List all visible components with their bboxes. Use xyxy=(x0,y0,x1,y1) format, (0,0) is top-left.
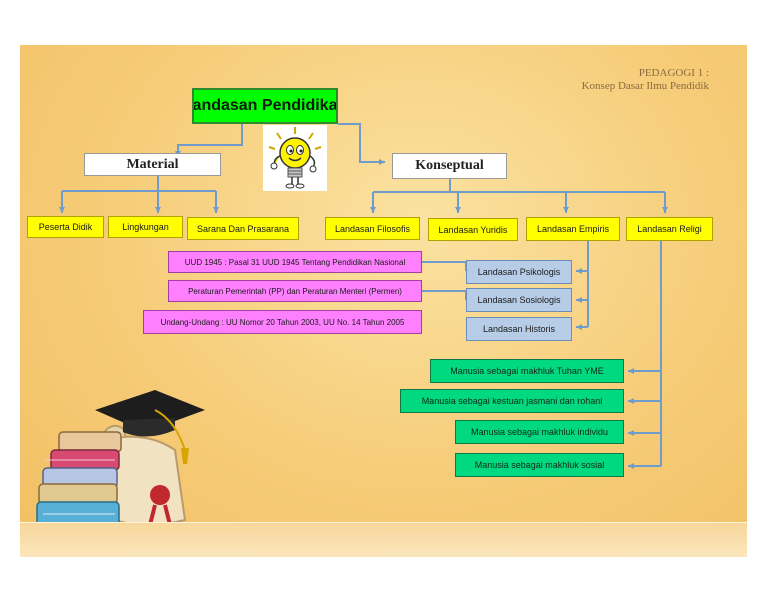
material-item-sarana: Sarana Dan Prasarana xyxy=(187,217,299,240)
header-line-1: PEDAGOGI 1 : xyxy=(638,67,709,79)
empiris-item-psikologis: Landasan Psikologis xyxy=(466,260,572,284)
konseptual-item-religi: Landasan Religi xyxy=(626,217,713,241)
lightbulb-icon xyxy=(263,125,327,191)
religi-item-individu: Manusia sebagai makhluk individu xyxy=(455,420,624,444)
empiris-item-historis: Landasan Historis xyxy=(466,317,572,341)
header-line-2: Konsep Dasar Ilmu Pendidik xyxy=(581,80,709,92)
connector-title-material xyxy=(175,124,243,157)
yuridis-item-uud: UUD 1945 : Pasal 31 UUD 1945 Tentang Pen… xyxy=(168,251,422,273)
slide: PEDAGOGI 1 : Konsep Dasar Ilmu Pendidik xyxy=(20,45,747,557)
graduation-books-icon xyxy=(36,390,205,527)
material-item-lingkungan: Lingkungan xyxy=(108,216,183,238)
yuridis-item-pp: Peraturan Pemerintah (PP) dan Peraturan … xyxy=(168,280,422,302)
religi-item-tuhan: Manusia sebagai makhluk Tuhan YME xyxy=(430,359,624,383)
yuridis-item-uu: Undang-Undang : UU Nomor 20 Tahun 2003, … xyxy=(143,310,422,334)
konseptual-item-yuridis: Landasan Yuridis xyxy=(428,218,518,241)
connector-material-items xyxy=(61,173,217,213)
empiris-item-sosiologis: Landasan Sosiologis xyxy=(466,288,572,312)
slide-header: PEDAGOGI 1 : Konsep Dasar Ilmu Pendidik xyxy=(582,67,709,93)
konseptual-item-filosofis: Landasan Filosofis xyxy=(325,217,420,240)
material-box: Material xyxy=(84,153,221,176)
religi-item-jasmani: Manusia sebagai kestuan jasmani dan roha… xyxy=(400,389,624,413)
connector-konseptual-items xyxy=(372,179,666,211)
material-item-peserta-didik: Peserta Didik xyxy=(27,216,104,238)
connector-yuridis-1 xyxy=(422,261,467,271)
connector-title-konseptual xyxy=(338,123,385,165)
slide-footer-band xyxy=(20,522,747,557)
konseptual-box: Konseptual xyxy=(392,153,507,179)
konseptual-item-empiris: Landasan Empiris xyxy=(526,217,620,241)
religi-item-sosial: Manusia sebagai makhluk sosial xyxy=(455,453,624,477)
connector-yuridis-2 xyxy=(422,290,467,300)
title-box: Landasan Pendidikan xyxy=(192,88,338,124)
